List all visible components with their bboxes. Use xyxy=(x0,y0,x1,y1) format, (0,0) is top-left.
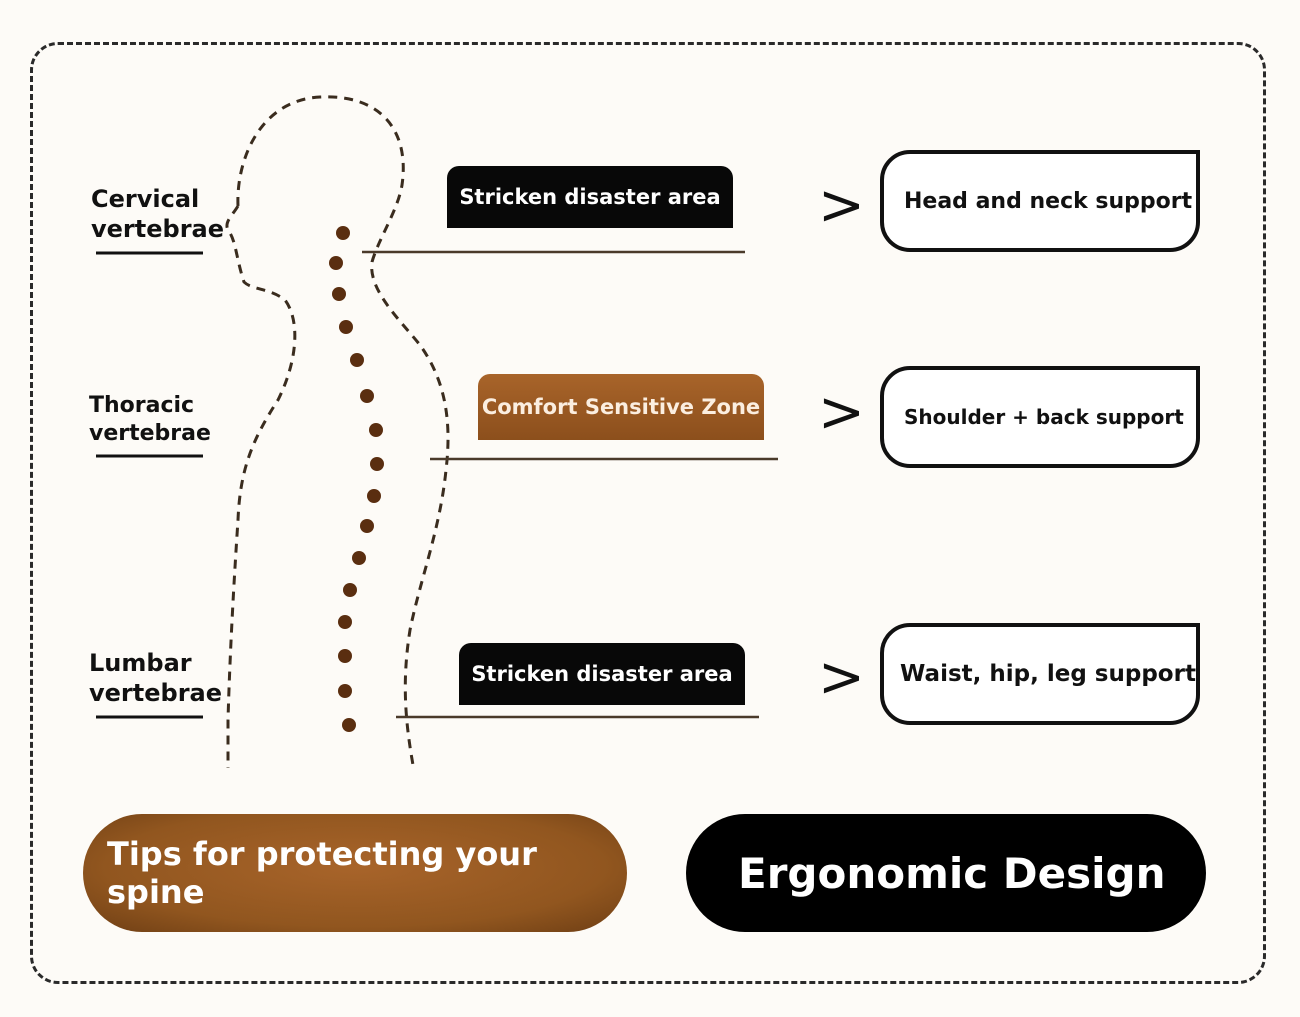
spine-dot xyxy=(343,583,357,597)
waist-hip-leg-support-text: Waist, hip, leg support xyxy=(900,661,1196,687)
spine-dot xyxy=(329,256,343,270)
spine-dot xyxy=(367,489,381,503)
spine-dot xyxy=(352,551,366,565)
ergonomic-design-banner: Ergonomic Design xyxy=(686,814,1206,932)
spine-dot xyxy=(350,353,364,367)
cervical-label: Cervical vertebrae xyxy=(91,185,224,243)
spine-dot xyxy=(369,423,383,437)
shoulder-back-support-box: Shoulder + back support xyxy=(880,366,1200,468)
thoracic-label: Thoracic vertebrae xyxy=(89,393,211,446)
spine-dots xyxy=(329,226,384,732)
lumbar-label: Lumbar vertebrae xyxy=(89,649,222,707)
spine-dot xyxy=(338,684,352,698)
spine-tips-banner: Tips for protecting your spine xyxy=(83,814,627,932)
spine-tips-text: Tips for protecting your spine xyxy=(107,835,537,911)
body-outline xyxy=(236,95,450,766)
spine-dot xyxy=(370,457,384,471)
spine-dot xyxy=(342,718,356,732)
face-outline xyxy=(225,205,297,768)
spine-dot xyxy=(339,320,353,334)
lumbar-arrow-icon: > xyxy=(818,645,865,710)
spine-dot xyxy=(360,519,374,533)
cervical-tag: Stricken disaster area xyxy=(447,166,733,228)
ergonomic-design-text: Ergonomic Design xyxy=(738,848,1166,898)
waist-hip-leg-support-box: Waist, hip, leg support xyxy=(880,623,1200,725)
cervical-arrow-icon: > xyxy=(818,173,865,238)
dashed-frame xyxy=(30,42,1266,984)
spine-dot xyxy=(338,649,352,663)
thoracic-arrow-icon: > xyxy=(818,380,865,445)
spine-dot xyxy=(336,226,350,240)
thoracic-tag: Comfort Sensitive Zone xyxy=(478,374,764,440)
lumbar-tag: Stricken disaster area xyxy=(459,643,745,705)
spine-dot xyxy=(338,615,352,629)
head-neck-support-box: Head and neck support xyxy=(880,150,1200,252)
head-neck-support-text: Head and neck support xyxy=(904,188,1193,214)
spine-dot xyxy=(360,389,374,403)
shoulder-back-support-text: Shoulder + back support xyxy=(904,405,1184,429)
spine-dot xyxy=(332,287,346,301)
